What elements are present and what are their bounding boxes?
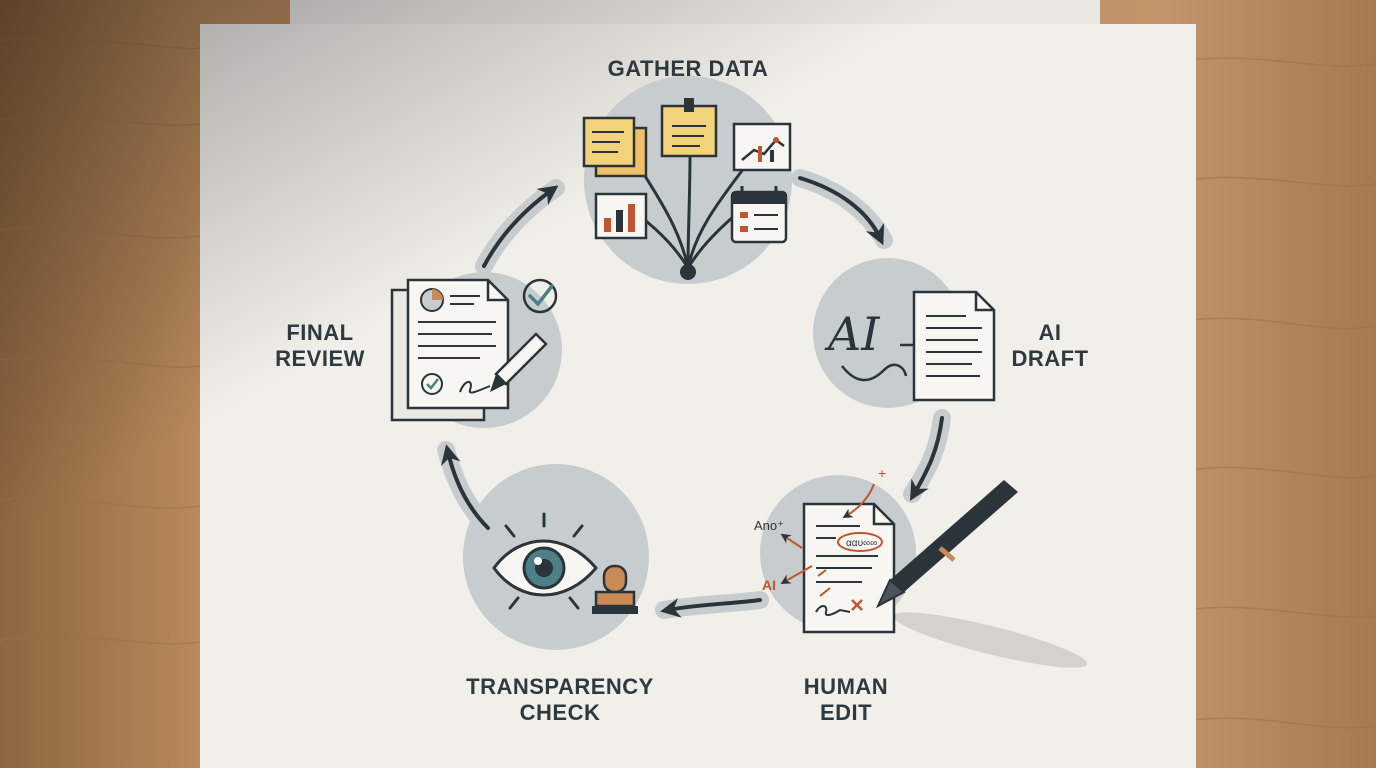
circled-word-text: ααυ∞∞ xyxy=(846,538,877,549)
label-human-edit-line1: HUMAN xyxy=(803,674,889,699)
label-transparency-check-line2: CHECK xyxy=(519,700,601,725)
annotation-plus-text: + xyxy=(878,465,886,481)
sticky-note-icon xyxy=(582,116,648,178)
label-final-review-line1: FINAL xyxy=(286,320,354,345)
label-final-review: FINAL REVIEW xyxy=(250,320,390,372)
ai-document-icon: AI xyxy=(824,290,996,402)
label-final-review-line2: REVIEW xyxy=(275,346,365,371)
funnel-dot xyxy=(680,264,696,280)
data-funnel xyxy=(638,151,746,269)
calendar-icon xyxy=(730,186,788,244)
label-human-edit-line2: EDIT xyxy=(819,700,873,725)
label-ai-draft-line2: DRAFT xyxy=(1011,346,1089,371)
stamp-icon xyxy=(592,564,638,614)
edited-document-icon: ααυ∞∞ Ano⁺ AI + xyxy=(754,465,896,634)
label-gather-data-line1: GATHER DATA xyxy=(607,56,769,81)
label-transparency-check: TRANSPARENCY CHECK xyxy=(440,674,680,726)
line-chart-icon xyxy=(732,122,792,172)
check-icon xyxy=(522,278,558,314)
label-ai-draft: AI DRAFT xyxy=(1000,320,1100,372)
report-document-icon xyxy=(390,278,510,422)
pinned-note-icon xyxy=(660,98,718,158)
label-human-edit: HUMAN EDIT xyxy=(776,674,916,726)
pen-icon xyxy=(490,332,548,392)
gather-data-icons xyxy=(582,98,792,280)
fountain-pen-icon xyxy=(875,480,1088,668)
annotation-ai-text: AI xyxy=(762,577,776,593)
ai-mark-text: AI xyxy=(824,307,880,361)
eye-icon xyxy=(492,512,598,610)
label-transparency-check-line1: TRANSPARENCY xyxy=(466,674,654,699)
bar-chart-icon xyxy=(594,192,648,240)
label-ai-draft-line1: AI xyxy=(1038,320,1062,345)
label-gather-data: GATHER DATA xyxy=(588,56,788,82)
cycle-arrow-icon xyxy=(437,169,951,619)
annotation-ano-text: Ano⁺ xyxy=(754,518,784,533)
